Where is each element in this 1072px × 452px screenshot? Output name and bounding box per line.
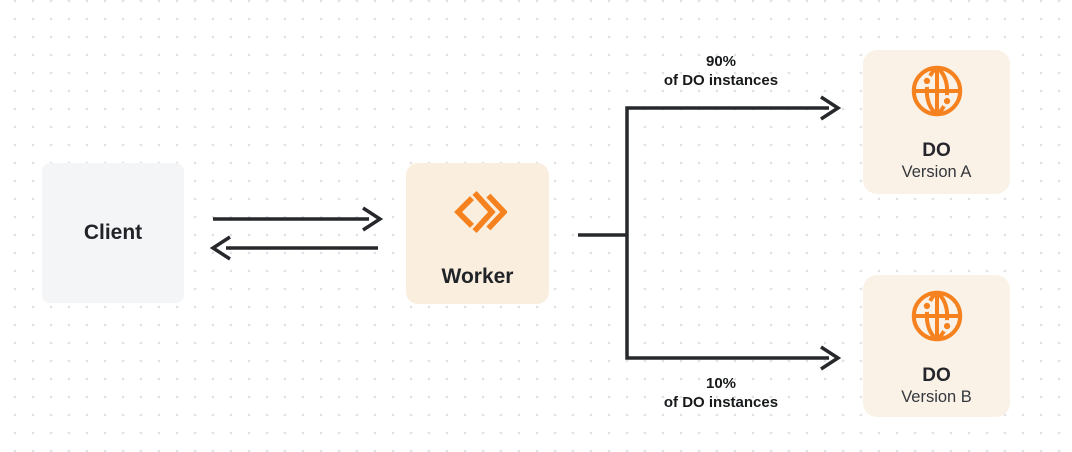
edge-label-caption: of DO instances xyxy=(663,72,779,89)
worker-label: Worker xyxy=(441,265,514,288)
do-version-label: Version A xyxy=(901,163,972,181)
edge-label-caption: of DO instances xyxy=(663,394,779,411)
node-do-version-a: DO Version A xyxy=(863,50,1010,194)
do-version-label: Version B xyxy=(901,388,972,406)
edge-label-version-b: 10% of DO instances xyxy=(611,374,831,412)
globe-icon xyxy=(909,63,965,119)
branch-connector xyxy=(578,95,842,371)
arrowhead-to-version-a xyxy=(820,95,842,121)
do-title: DO xyxy=(922,140,951,161)
globe-icon xyxy=(909,288,965,344)
node-worker: Worker xyxy=(406,163,549,304)
client-label: Client xyxy=(83,221,143,244)
edge-label-percent: 90% xyxy=(705,53,737,70)
node-client: Client xyxy=(42,163,184,303)
edge-label-percent: 10% xyxy=(705,375,737,392)
arrow-client-to-worker xyxy=(213,206,384,232)
workers-chevron-icon xyxy=(449,186,507,238)
arrowhead-to-version-b xyxy=(820,345,842,371)
arrow-worker-to-client xyxy=(209,235,378,261)
edge-label-version-a: 90% of DO instances xyxy=(611,52,831,90)
do-title: DO xyxy=(922,365,951,386)
node-do-version-b: DO Version B xyxy=(863,275,1010,417)
